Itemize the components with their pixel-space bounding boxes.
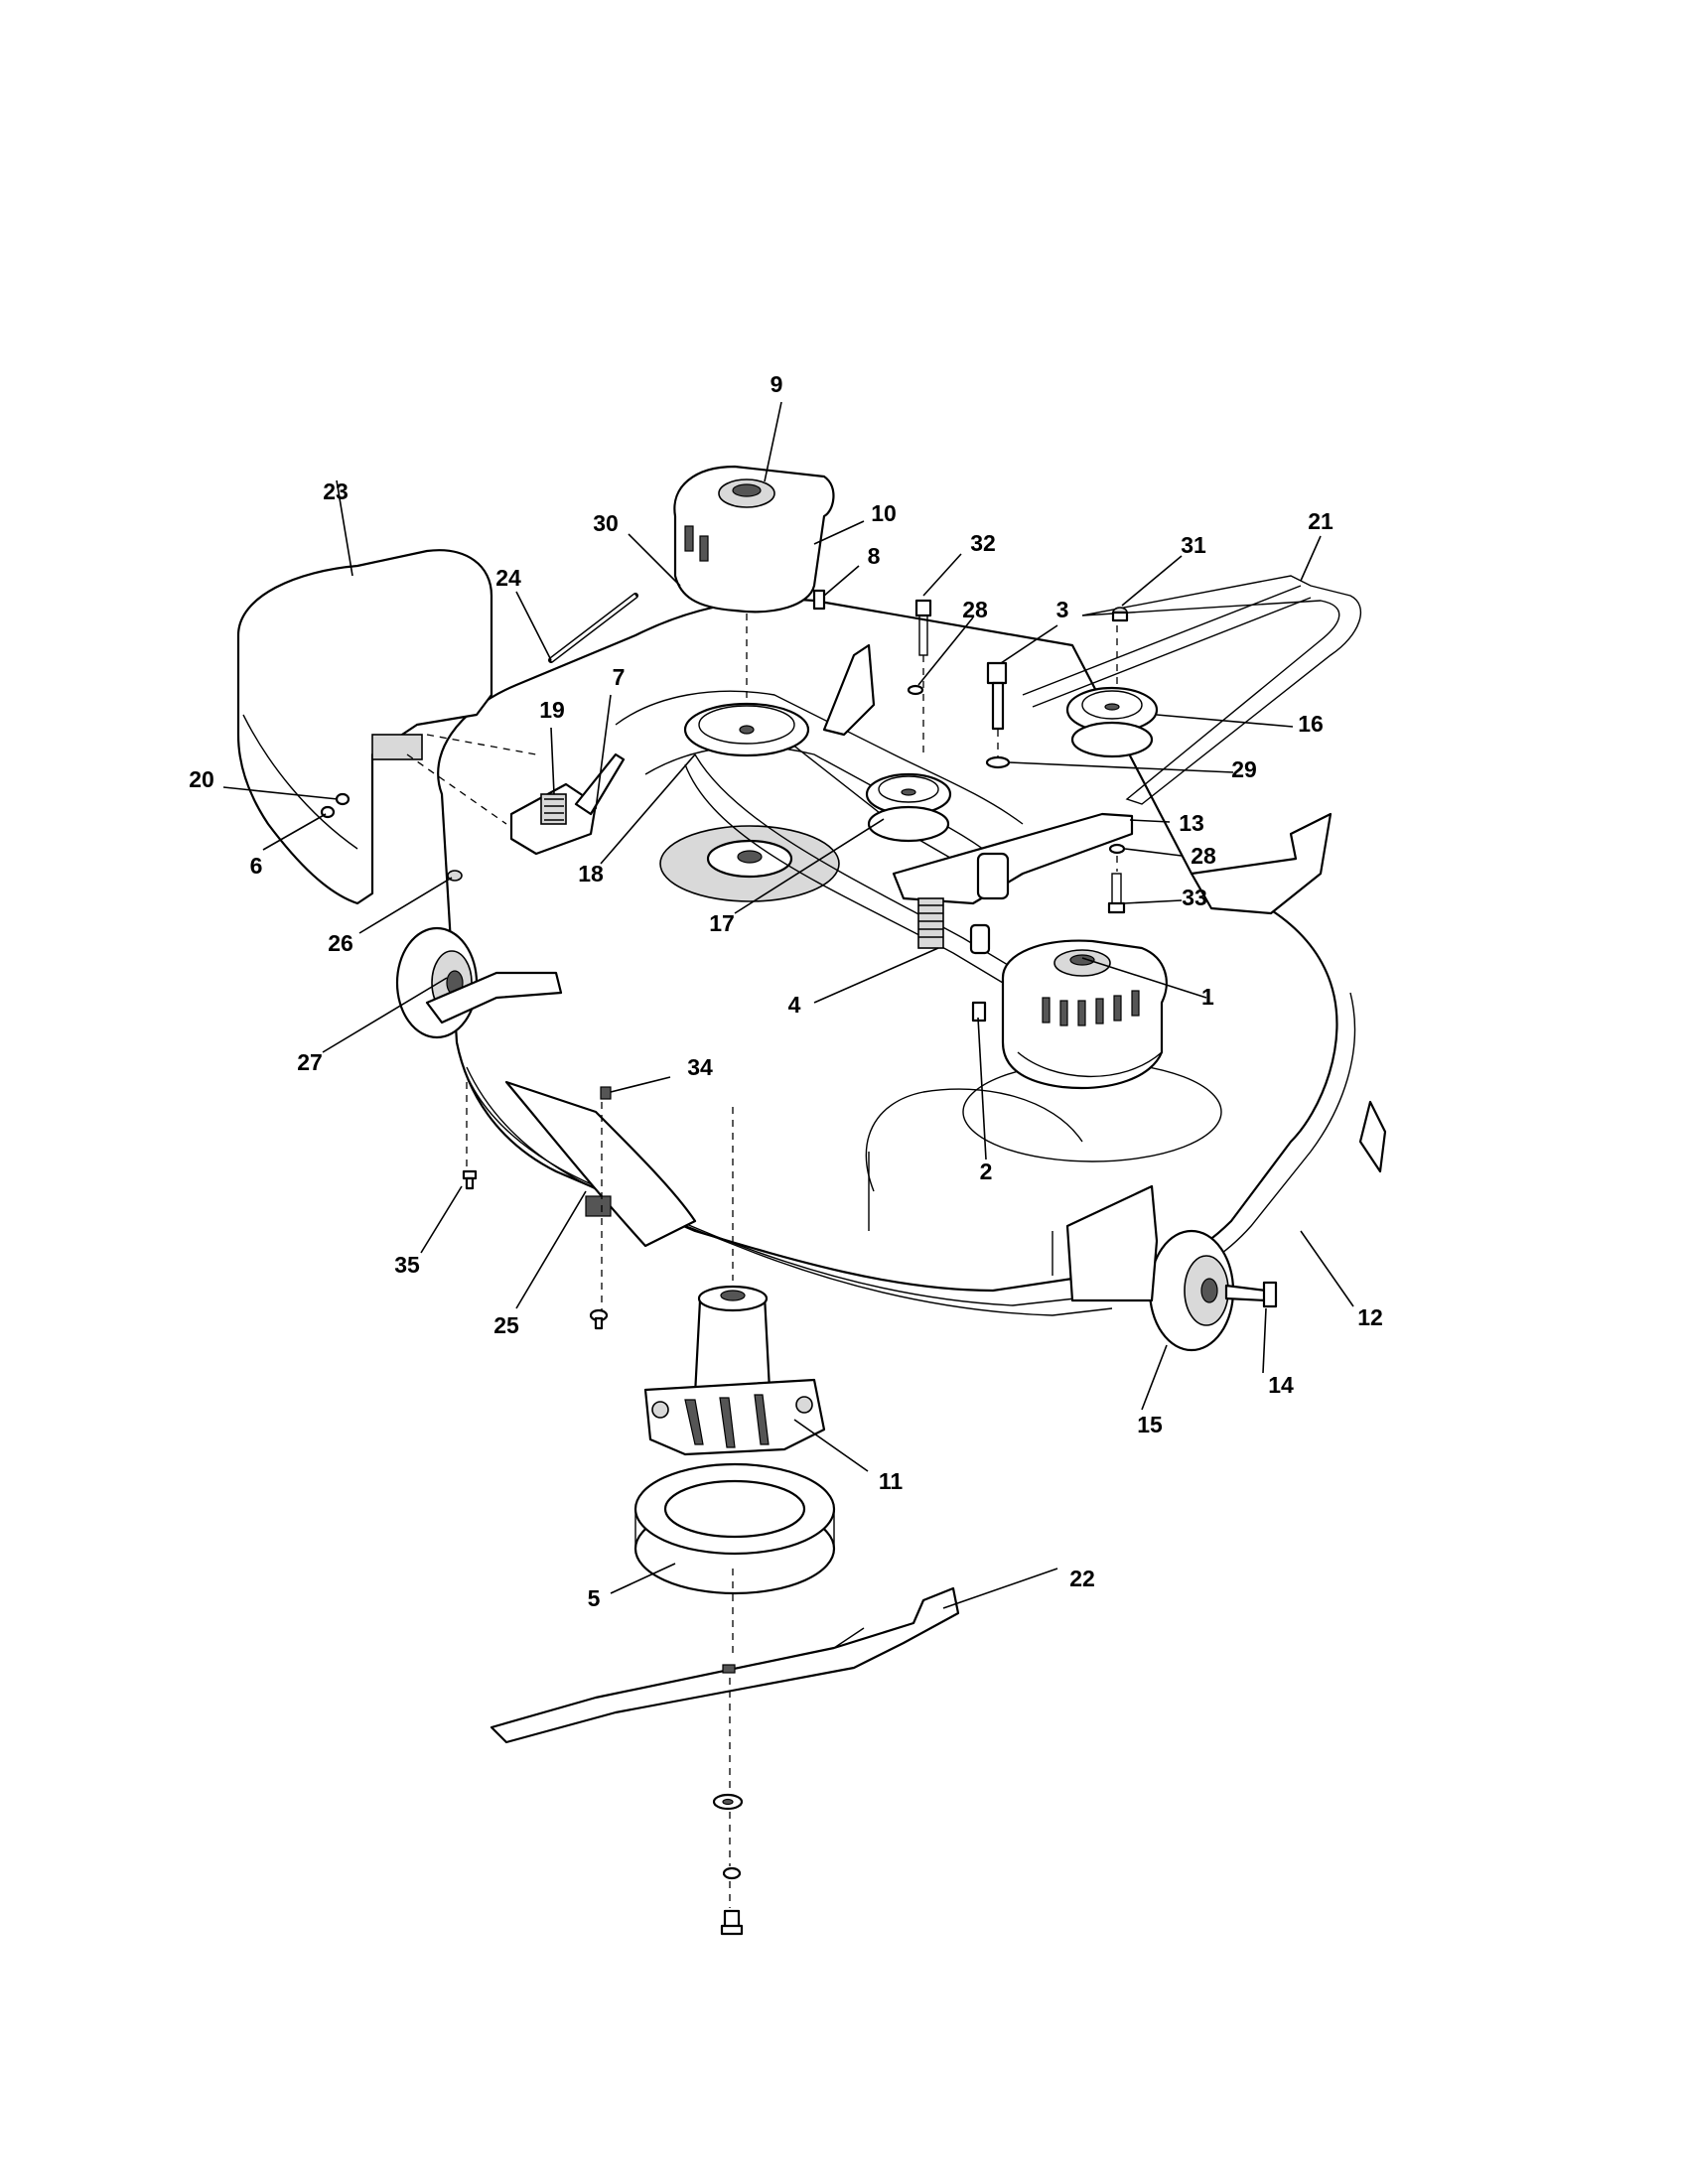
mandrel-cover: [673, 465, 835, 614]
callout-33: 33: [1182, 885, 1207, 910]
callout-14: 14: [1268, 1372, 1294, 1398]
mandrel-pulley: [683, 702, 810, 757]
hardware-nut-20: [335, 792, 351, 806]
hardware-nut-31: [1111, 607, 1129, 622]
hardware-bolt-32: [914, 599, 932, 656]
callout-15: 15: [1137, 1412, 1163, 1437]
callout-19: 19: [539, 697, 565, 723]
callout-28a: 28: [962, 597, 988, 622]
callout-26: 26: [328, 930, 353, 956]
deck-bracket: [822, 643, 876, 737]
hardware-bolt-35: [462, 1169, 478, 1190]
idler-arm-boss: [976, 852, 1010, 900]
mower-blade: [490, 1586, 960, 1744]
baffle-tab: [585, 1195, 612, 1217]
tension-spring: [917, 897, 944, 949]
blade-bolt: [720, 1909, 744, 1936]
blade-spindle-assembly: [643, 1285, 826, 1456]
callout-22: 22: [1069, 1566, 1095, 1591]
callout-5: 5: [588, 1585, 601, 1611]
wheel-bracket-right: [1065, 1184, 1159, 1302]
hardware-washer-28a: [907, 684, 924, 696]
callout-24: 24: [495, 565, 521, 591]
blade-lockwasher: [722, 1866, 742, 1880]
callout-2: 2: [980, 1159, 993, 1184]
hardware-nut-8: [812, 589, 826, 611]
blade-adapter-ring: [633, 1462, 836, 1595]
callout-18: 18: [578, 861, 604, 887]
idler-pulley-right: [1065, 686, 1159, 758]
assembly-center-lines: [406, 614, 1118, 1908]
callout-30: 30: [593, 510, 619, 536]
front-bracket: [1190, 812, 1333, 915]
wheel-bracket-left: [425, 971, 563, 1024]
replacement-belt: [1022, 575, 1361, 805]
hardware-post-center: [969, 923, 991, 955]
hardware-washer-29: [985, 755, 1011, 769]
hardware-washer-28b: [1108, 843, 1126, 855]
callout-4: 4: [788, 992, 801, 1018]
callout-12: 12: [1357, 1304, 1383, 1330]
callout-1: 1: [1201, 984, 1214, 1010]
callout-9: 9: [771, 371, 783, 397]
callout-31: 31: [1181, 532, 1206, 558]
blade-washer: [712, 1793, 744, 1811]
callout-27: 27: [297, 1049, 323, 1075]
hardware-bolt-3: [986, 661, 1008, 731]
idler-arm: [892, 812, 1134, 905]
callout-labels: 1 2 3 4 5 6 7 8 9 10 11 12 13 14 15 16 1…: [189, 371, 1383, 1611]
callout-7: 7: [613, 664, 626, 690]
callout-8: 8: [868, 543, 881, 569]
callout-17: 17: [709, 910, 735, 936]
callout-10: 10: [871, 500, 897, 526]
discharge-chute: [236, 549, 493, 905]
callout-28b: 28: [1191, 843, 1216, 869]
callout-35: 35: [394, 1252, 420, 1278]
hardware-bolt-spindle-2: [971, 1001, 987, 1023]
callout-21: 21: [1308, 508, 1333, 534]
deck-baffle: [504, 1080, 697, 1248]
callout-11: 11: [879, 1468, 904, 1494]
hardware-bolt-33: [1107, 873, 1126, 914]
callout-3: 3: [1056, 597, 1069, 622]
chute-pivot-rod: [548, 593, 638, 663]
mower-deck-housing: [437, 598, 1356, 1316]
gauge-wheel-right: [1148, 1229, 1278, 1352]
spindle-housing-right: [1001, 939, 1168, 1089]
hardware-bolt-baffle: [589, 1308, 609, 1330]
callout-34: 34: [687, 1054, 713, 1080]
callout-23: 23: [323, 478, 349, 504]
callout-29: 29: [1231, 756, 1257, 782]
callout-20: 20: [189, 766, 214, 792]
side-bracket: [1358, 1100, 1387, 1173]
callout-25: 25: [493, 1312, 519, 1338]
callout-13: 13: [1179, 810, 1204, 836]
idler-pulley-center: [865, 772, 952, 843]
gauge-wheel-left: [395, 926, 479, 1039]
callout-leader-lines: [222, 401, 1354, 1609]
callout-6: 6: [250, 853, 263, 879]
hardware-bolt-34: [600, 1086, 612, 1100]
callout-16: 16: [1298, 711, 1324, 737]
callout-32: 32: [970, 530, 996, 556]
